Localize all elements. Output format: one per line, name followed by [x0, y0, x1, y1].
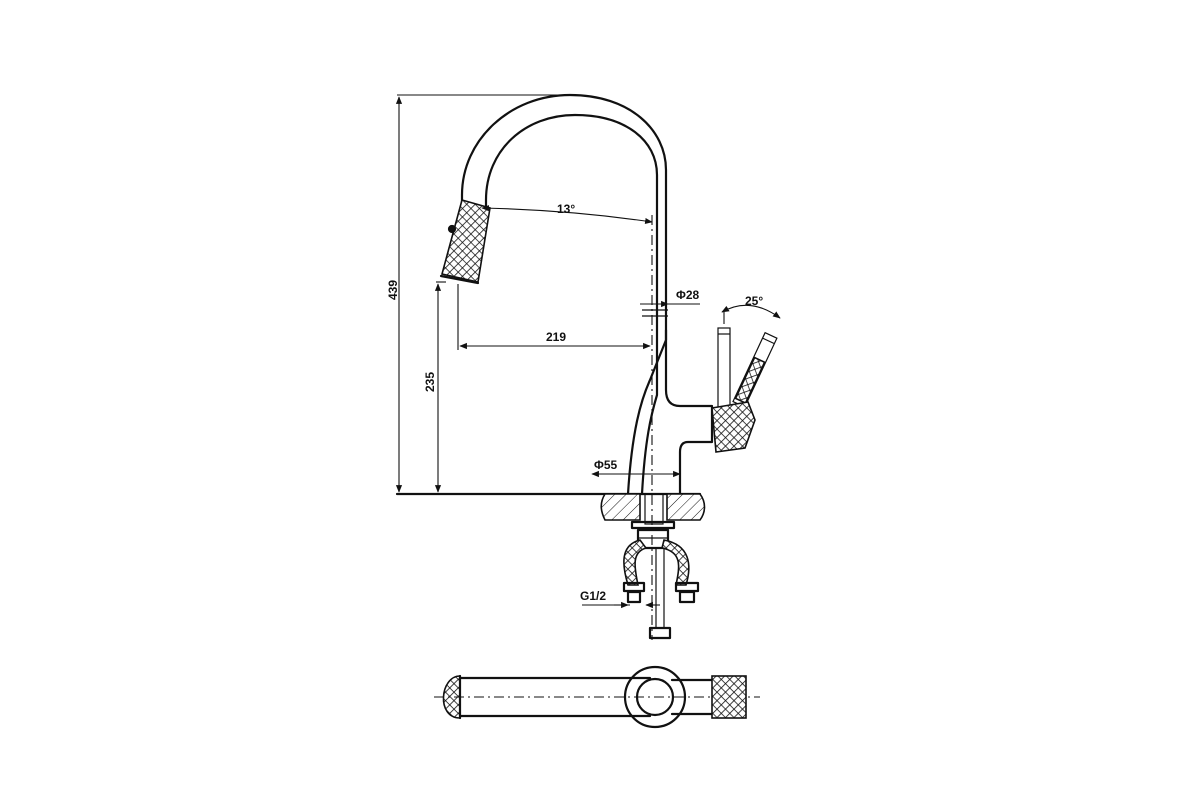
deck-section-right — [666, 493, 706, 521]
body-right-contour — [664, 328, 714, 496]
fitting-left-nut — [626, 590, 642, 604]
handle-tilted — [732, 331, 778, 408]
thread-label: G1/2 — [580, 589, 606, 603]
plan-body-outer — [623, 665, 687, 729]
mounting-shank — [644, 493, 664, 525]
top-plan-view — [434, 665, 760, 729]
plan-spray-head — [442, 675, 461, 719]
angle-13-arc — [481, 205, 653, 225]
spout-inner — [484, 113, 659, 496]
base-diameter-label: Φ55 — [594, 458, 618, 472]
hose-left — [623, 539, 648, 586]
mounting-nut-2 — [636, 528, 670, 550]
hose-right — [661, 539, 690, 586]
deck-section-left — [600, 493, 641, 521]
spray-face — [439, 274, 480, 285]
plan-handle-knurl — [711, 675, 747, 719]
reach-label: 219 — [546, 330, 566, 344]
handle-angle-label: 25° — [745, 294, 763, 308]
total-height-label: 439 — [386, 280, 400, 300]
spout-height-label: 235 — [423, 372, 437, 392]
center-hose — [655, 547, 665, 629]
spout-outer — [460, 93, 668, 496]
side-elevation-view: 25° 13° Φ28 219 439 235 Φ55 — [386, 93, 781, 640]
handle-vertical — [717, 327, 731, 409]
plan-handle-arm — [670, 678, 714, 716]
spray-head — [441, 199, 491, 283]
angle-25-arc — [721, 304, 781, 319]
body-diameter-label: Φ28 — [676, 288, 700, 302]
spout-angle-label: 13° — [557, 202, 575, 216]
plan-spout-arm — [458, 676, 652, 718]
fitting-right-nut — [678, 590, 696, 604]
mounting-nut — [630, 520, 676, 530]
handle-hub — [711, 401, 756, 453]
plan-body-inner — [635, 677, 675, 717]
spray-button — [447, 224, 457, 234]
center-hose-fitting — [648, 626, 672, 640]
